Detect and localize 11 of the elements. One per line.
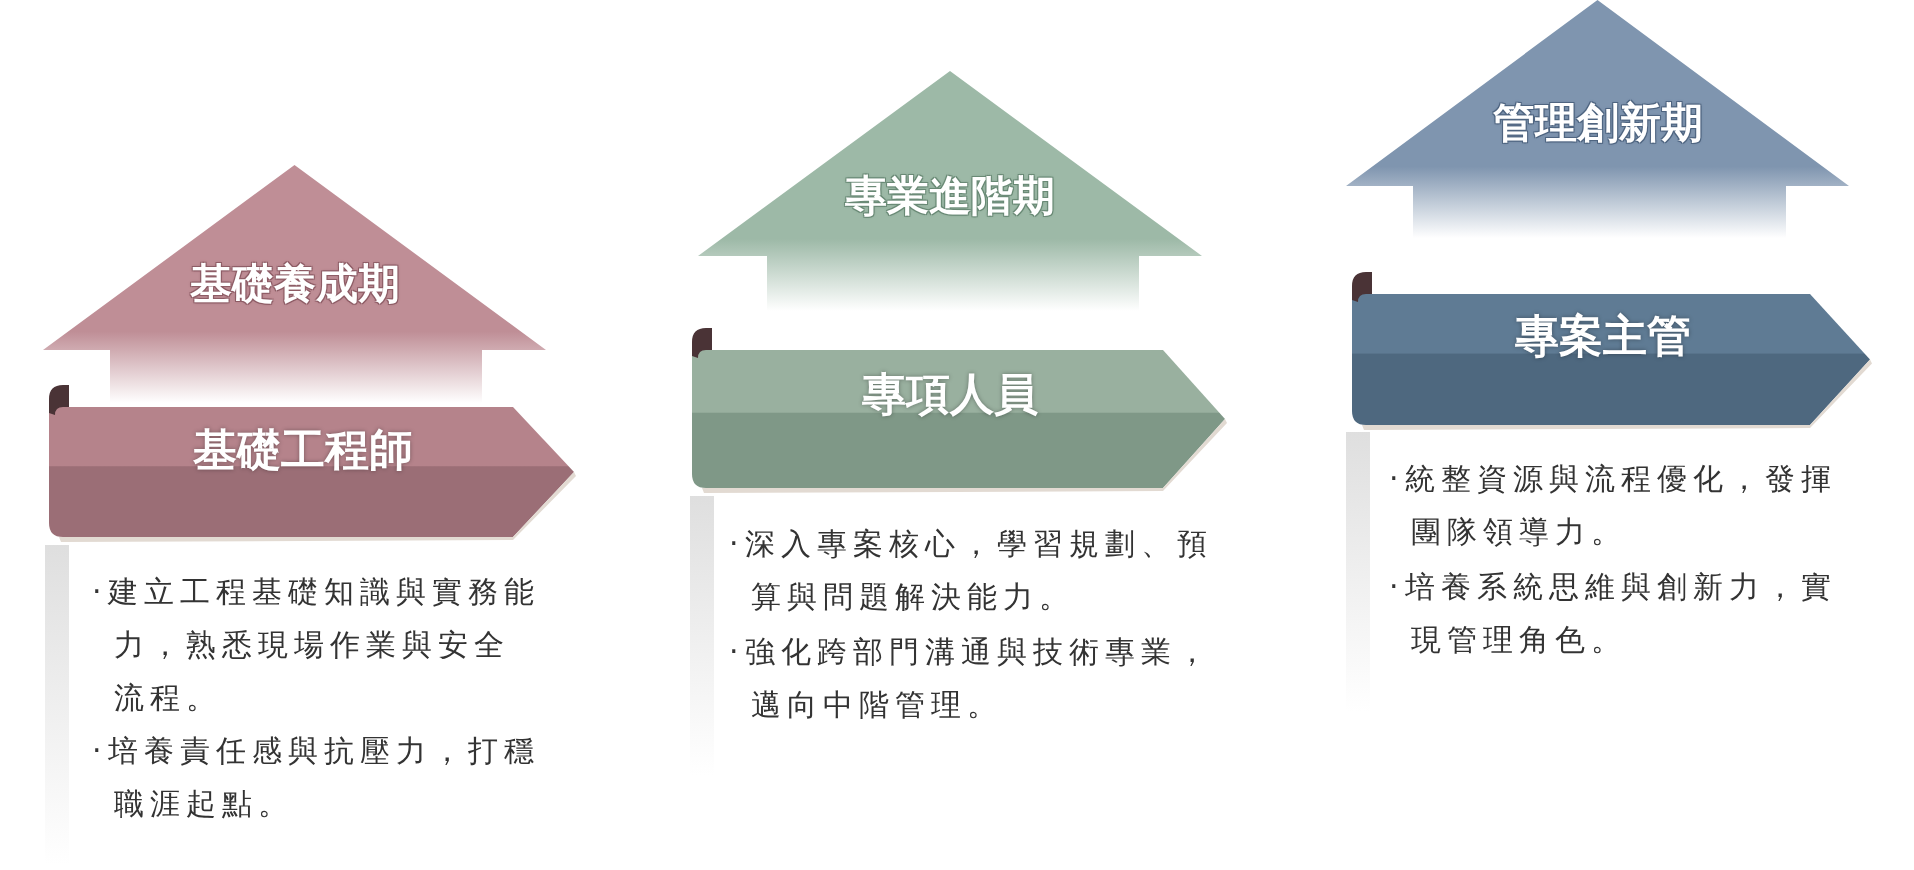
bullet-text: ·培養系統思維與創新力，實現管理角色。 [1389,568,1838,659]
bullet-text: ·深入專案核心，學習規劃、預算與問題解決能力。 [729,525,1214,616]
phase-title: 管理創新期 [1491,102,1704,144]
up-arrow-shape [43,165,546,403]
bullet-text: ·統整資源與流程優化，發揮團隊領導力。 [1389,460,1838,551]
bullet-text: ·強化跨部門溝通與技術專業，邁向中階管理。 [729,633,1214,724]
bullet-text: ·建立工程基礎知識與實務能力，熟悉現場作業與安全流程。 [92,573,541,717]
up-arrow-shape [1346,0,1849,238]
bullet-text: ·培養責任感與抗壓力，打穩職涯起點。 [92,732,541,823]
phase-title: 專業進階期 [844,175,1056,217]
phase-title: 基礎養成期 [188,263,401,305]
